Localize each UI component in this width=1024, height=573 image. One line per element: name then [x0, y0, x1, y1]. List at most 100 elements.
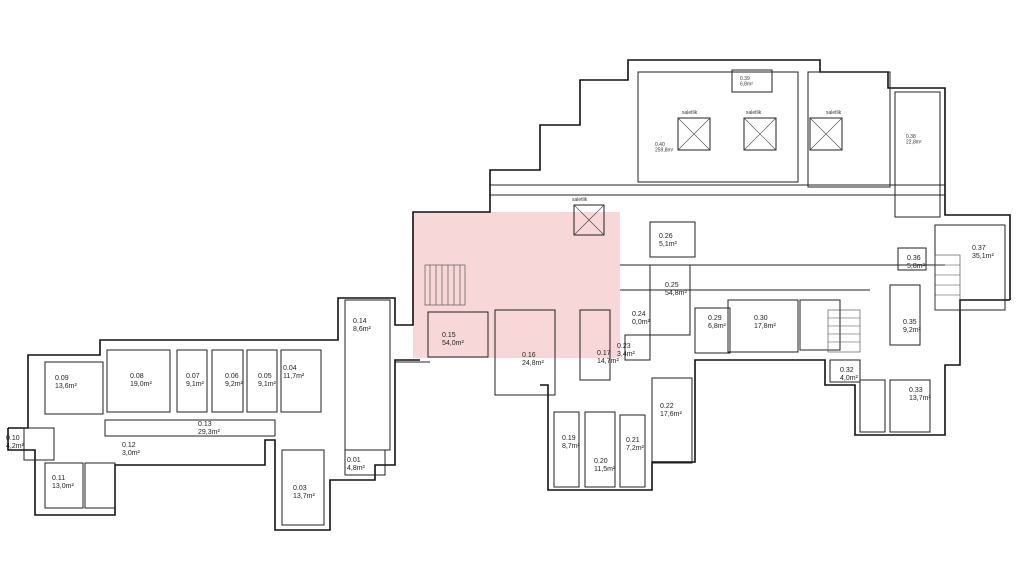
room-area: 8,6m² [353, 326, 372, 333]
room-id: 0.08 [130, 373, 144, 380]
room-id: 0.11 [52, 475, 65, 482]
room-label: 0.198,7m² [562, 435, 581, 450]
light-well-label: saletlik [746, 110, 762, 116]
room-id: 0.40 [655, 142, 665, 148]
room-id: 0.21 [626, 437, 640, 444]
watermark [413, 212, 620, 358]
room-area: 259,8m² [655, 148, 674, 154]
room-area: 6,8m² [740, 82, 753, 88]
room-area: 9,1m² [186, 381, 205, 388]
room-id: 0.09 [55, 375, 69, 382]
room-id: 0.15 [442, 332, 456, 339]
room-label: 0.359,2m² [903, 319, 922, 334]
room-id: 0.07 [186, 373, 200, 380]
room-area: 11,5m² [594, 466, 616, 473]
room-id: 0.36 [907, 255, 921, 262]
room-area: 5,8m² [907, 263, 926, 270]
room-id: 0.03 [293, 485, 307, 492]
room-area: 3,0m² [122, 450, 141, 457]
room-label: 0.365,8m² [907, 255, 926, 270]
room-area: 13,7m² [293, 493, 315, 500]
room-id: 0.24 [632, 311, 646, 318]
room-label: 0.296,8m² [708, 315, 727, 330]
light-well: saletlik [572, 197, 605, 236]
light-well: saletlik [809, 110, 843, 151]
room-area: 4,8m² [347, 465, 366, 472]
room-area: 17,6m² [660, 411, 682, 418]
room-label: 0.233,4m² [617, 343, 636, 358]
light-well-label: saletlik [826, 110, 842, 116]
stairs [424, 254, 961, 353]
room-id: 0.17 [597, 350, 611, 357]
room-area: 9,2m² [903, 327, 922, 334]
room-label: 0.324,0m² [840, 367, 859, 382]
room-label: 0.148,6m² [353, 318, 372, 333]
room-id: 0.13 [198, 421, 212, 428]
room-area: 35,1m² [972, 253, 994, 260]
room-id: 0.14 [353, 318, 367, 325]
room-id: 0.35 [903, 319, 917, 326]
room-area: 17,8m² [754, 323, 776, 330]
room-label: 0.104,2m² [6, 435, 25, 450]
room-area: 9,1m² [258, 381, 277, 388]
room-id: 0.23 [617, 343, 631, 350]
room-label: 0.059,1m² [258, 373, 277, 388]
room-id: 0.10 [6, 435, 20, 442]
room-id: 0.06 [225, 373, 239, 380]
room-label: 0.014,8m² [347, 457, 366, 472]
light-wells: saletlik saletlik saletlik saletlik [572, 110, 843, 236]
room-labels: 0.0913,6m²0.0819,0m²0.079,1m²0.069,2m²0.… [6, 76, 994, 500]
room-label: 0.079,1m² [186, 373, 205, 388]
interior-walls [23, 69, 1006, 526]
room-id: 0.33 [909, 387, 923, 394]
room-id: 0.32 [840, 367, 854, 374]
room-id: 0.16 [522, 352, 536, 359]
room-area: 5,1m² [659, 241, 678, 248]
room-area: 19,0m² [130, 381, 152, 388]
room-area: 22,8m² [906, 140, 922, 146]
light-well: saletlik [743, 110, 777, 151]
room-area: 7,2m² [626, 445, 645, 452]
room-area: 29,3m² [198, 429, 220, 436]
room-area: 9,2m² [225, 381, 244, 388]
room-area: 24,8m² [522, 360, 544, 367]
room-id: 0.25 [665, 282, 679, 289]
room-id: 0.29 [708, 315, 722, 322]
room-area: 13,0m² [52, 483, 74, 490]
room-id: 0.19 [562, 435, 576, 442]
room-id: 0.05 [258, 373, 272, 380]
room-id: 0.22 [660, 403, 674, 410]
room-area: 4,0m² [840, 375, 859, 382]
room-area: 4,2m² [6, 443, 25, 450]
room-label: 0.123,0m² [122, 442, 141, 457]
room-label: 0.396,8m² [740, 76, 753, 88]
room-label: 0.217,2m² [626, 437, 645, 452]
room-id: 0.26 [659, 233, 673, 240]
room-id: 0.12 [122, 442, 136, 449]
room-area: 13,6m² [55, 383, 77, 390]
room-area: 11,7m² [283, 373, 305, 380]
room-id: 0.38 [906, 134, 916, 140]
room-label: 0.265,1m² [659, 233, 678, 248]
room-id: 0.37 [972, 245, 986, 252]
room-area: 54,0m² [442, 340, 464, 347]
room-area: 6,8m² [708, 323, 727, 330]
room-id: 0.30 [754, 315, 768, 322]
light-well-label: saletlik [572, 197, 588, 203]
